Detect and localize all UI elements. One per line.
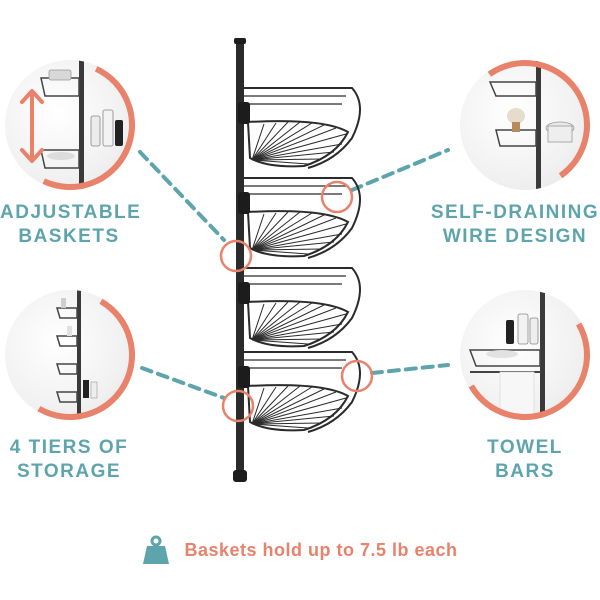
weight-capacity-text: Baskets hold up to 7.5 lb each: [184, 539, 458, 560]
self-draining-label-line-1: SELF-DRAINING: [430, 202, 600, 223]
adjustable-label-line-2: BASKETS: [18, 226, 120, 247]
connector-tiers: [140, 366, 226, 400]
callout-circles: [219, 180, 374, 423]
caddy-tiers-icon: [55, 290, 98, 420]
adjustable-photo: [5, 60, 135, 190]
caddy-closeup-icon: [40, 60, 123, 190]
towel-label-line-2: BARS: [495, 461, 555, 482]
up-down-arrow-icon: [20, 89, 44, 163]
connector-adjustable: [138, 150, 226, 242]
self-draining-photo: [460, 60, 590, 190]
towel-bar-icon: [468, 290, 545, 420]
basket-tier-2: [237, 177, 361, 259]
towel-label: TOWEL BARS: [455, 436, 595, 484]
self-draining-label: SELF-DRAINING WIRE DESIGN: [430, 201, 600, 249]
weight-icon: [143, 535, 170, 564]
basket-tier-1: [237, 87, 361, 169]
adjustable-label: ADJUSTABLE BASKETS: [0, 201, 142, 249]
connector-lines: [138, 148, 450, 400]
adjustable-label-line-1: ADJUSTABLE: [0, 202, 142, 223]
self-draining-label-line-2: WIRE DESIGN: [442, 226, 588, 247]
callout-towel: [340, 359, 374, 393]
callout-adjustable: [219, 239, 253, 273]
tiers-label: 4 TIERS OF STORAGE: [0, 436, 138, 484]
towel-label-line-1: TOWEL: [487, 437, 563, 458]
connector-towel: [370, 363, 450, 375]
callout-tiers: [221, 389, 255, 423]
callout-self-draining: [320, 180, 354, 214]
tiers-photo: [5, 290, 135, 420]
basket-tier-3: [237, 267, 361, 349]
connector-self-draining: [350, 148, 450, 192]
weight-capacity-footer: Baskets hold up to 7.5 lb each: [0, 530, 600, 570]
shaving-brush-icon: [488, 60, 575, 190]
towel-photo: [460, 290, 590, 420]
basket-tier-4: [237, 351, 361, 433]
tiers-label-line-1: 4 TIERS OF: [9, 437, 129, 458]
tiers-label-line-2: STORAGE: [16, 461, 122, 482]
